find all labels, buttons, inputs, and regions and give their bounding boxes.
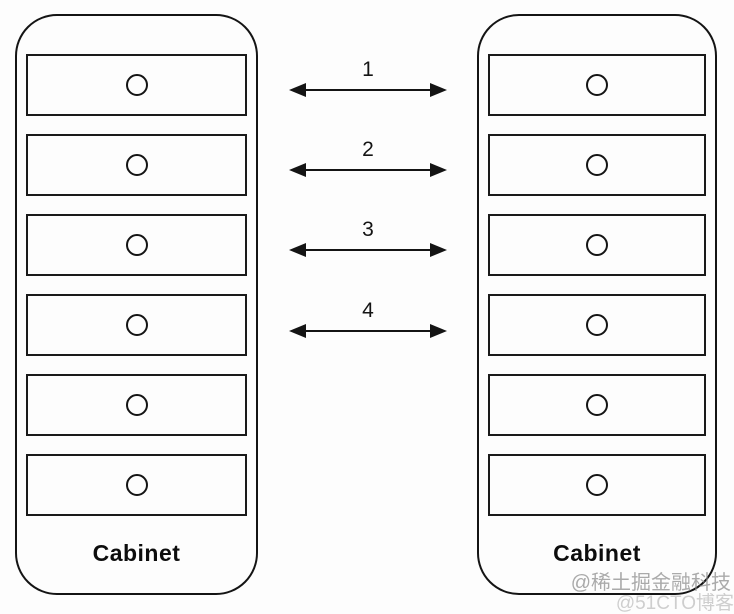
- double-arrow-icon: [289, 242, 447, 258]
- arrowhead-right-icon: [430, 163, 447, 177]
- slot-knob-icon: [125, 394, 148, 416]
- arrowhead-left-icon: [289, 324, 306, 338]
- double-arrow-icon: [289, 82, 447, 98]
- cabinet-slot: [488, 134, 706, 196]
- link-4: 4: [289, 299, 447, 339]
- cabinet-slot: [488, 454, 706, 516]
- slot-knob-icon: [125, 474, 148, 496]
- slot-knob-icon: [586, 74, 608, 96]
- slot-knob-icon: [586, 314, 608, 336]
- cabinet-slot: [26, 374, 247, 436]
- cabinet-slot: [488, 294, 706, 356]
- arrowhead-left-icon: [289, 243, 306, 257]
- cabinet-left: Cabinet: [15, 14, 258, 595]
- arrow-line: [306, 329, 430, 333]
- cabinet-left-slots: [17, 16, 256, 516]
- arrowhead-right-icon: [430, 324, 447, 338]
- cabinet-slot: [488, 374, 706, 436]
- slot-knob-icon: [586, 234, 608, 256]
- cabinet-slot: [488, 214, 706, 276]
- arrowhead-right-icon: [430, 83, 447, 97]
- arrowhead-left-icon: [289, 163, 306, 177]
- slot-knob-icon: [586, 394, 608, 416]
- arrowhead-right-icon: [430, 243, 447, 257]
- cabinet-slot: [26, 294, 247, 356]
- cabinet-slot: [26, 454, 247, 516]
- cabinet-right: Cabinet: [477, 14, 717, 595]
- double-arrow-icon: [289, 162, 447, 178]
- slot-knob-icon: [586, 154, 608, 176]
- link-2: 2: [289, 138, 447, 178]
- arrow-line: [306, 168, 430, 172]
- link-2-label: 2: [362, 138, 374, 161]
- cabinet-slot: [26, 214, 247, 276]
- link-1-label: 1: [362, 58, 374, 81]
- arrow-line: [306, 88, 430, 92]
- link-3: 3: [289, 218, 447, 258]
- cabinet-slot: [488, 54, 706, 116]
- slot-knob-icon: [125, 74, 148, 96]
- slot-knob-icon: [125, 234, 148, 256]
- link-4-label: 4: [362, 299, 374, 322]
- link-3-label: 3: [362, 218, 374, 241]
- cabinet-right-label: Cabinet: [553, 540, 641, 566]
- slot-knob-icon: [125, 314, 148, 336]
- arrow-line: [306, 248, 430, 252]
- cabinet-left-label: Cabinet: [92, 540, 181, 566]
- slot-knob-icon: [586, 474, 608, 496]
- double-arrow-icon: [289, 323, 447, 339]
- slot-knob-icon: [125, 154, 148, 176]
- link-1: 1: [289, 58, 447, 98]
- cabinet-slot: [26, 134, 247, 196]
- arrowhead-left-icon: [289, 83, 306, 97]
- cabinet-slot: [26, 54, 247, 116]
- cabinet-right-slots: [479, 16, 715, 516]
